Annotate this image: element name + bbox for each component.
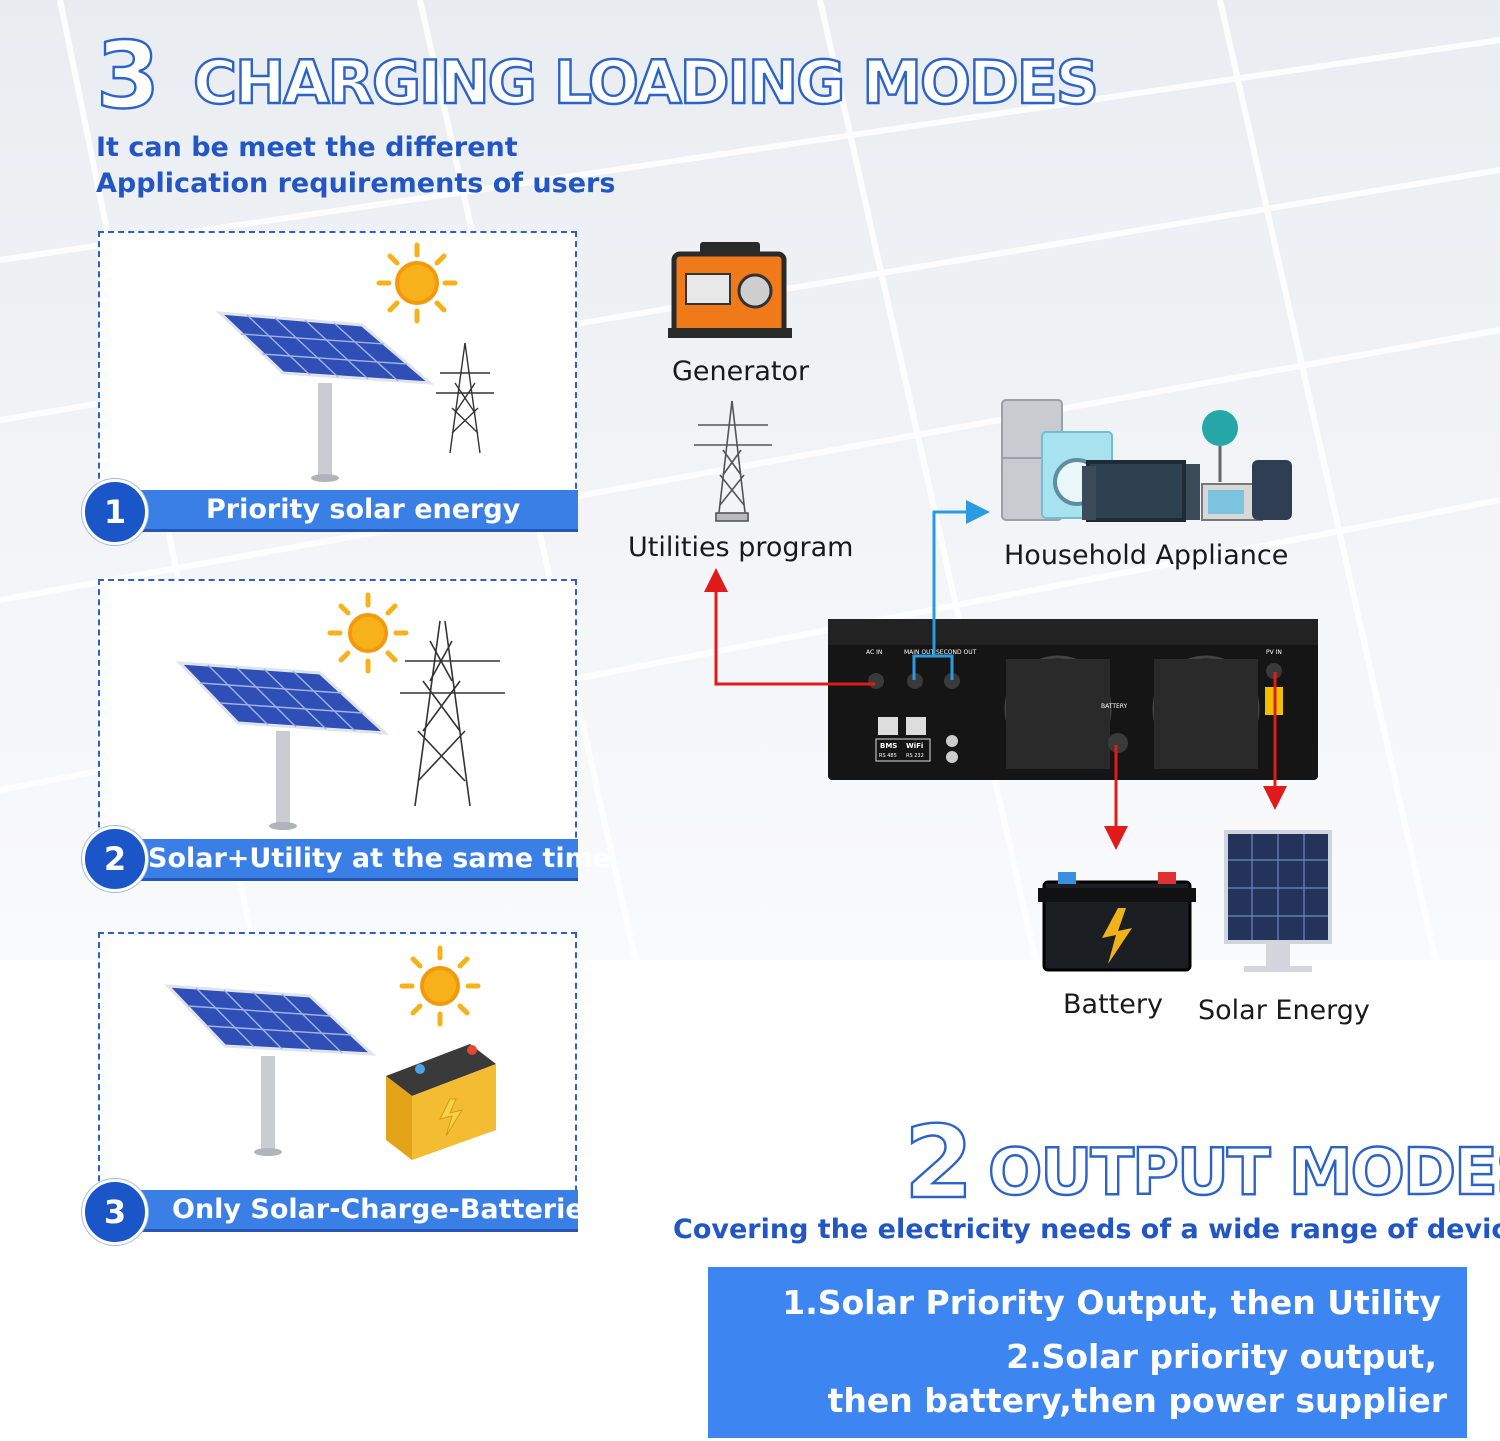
utility-arrow xyxy=(704,568,875,686)
generator-label: Generator xyxy=(672,356,810,387)
battery-icon xyxy=(386,1044,496,1160)
solar-panel-icon xyxy=(1224,830,1332,972)
mode-number-badge-1: 1 xyxy=(82,479,148,545)
appliance-arrow xyxy=(912,500,990,680)
household-appliances-icon xyxy=(1001,399,1292,522)
pv-in-label: PV IN xyxy=(1266,649,1282,656)
sun-icon xyxy=(327,592,409,674)
output-number: 2 xyxy=(903,1103,975,1222)
generator-icon xyxy=(668,242,792,338)
solar-panel-icon xyxy=(176,661,390,830)
power-tower-icon xyxy=(400,620,505,807)
output-title: OUTPUT MODES xyxy=(987,1135,1500,1211)
solar-and-utility-illustration xyxy=(176,592,505,830)
mode-label-3: Only Solar-Charge-Batterie xyxy=(172,1194,584,1225)
mode-card-1 xyxy=(98,231,577,529)
power-tower-icon xyxy=(436,342,494,454)
output-mode-line-3: then battery,then power supplier xyxy=(827,1381,1447,1420)
household-label: Household Appliance xyxy=(1004,540,1289,571)
battery-icon xyxy=(1038,872,1196,972)
sun-icon xyxy=(399,945,481,1027)
mode-number-badge-2: 2 xyxy=(82,826,148,892)
output-modes-box: 1.Solar Priority Output, then Utility 2.… xyxy=(708,1267,1467,1438)
mode-card-3 xyxy=(98,932,577,1232)
output-mode-line-2: 2.Solar priority output, xyxy=(1006,1337,1437,1376)
rs485-label: RS 485 xyxy=(879,753,897,759)
utility-tower-icon xyxy=(694,400,772,522)
inverter-unit: AC IN MAIN OUT SECOND OUT PV IN BATTERY … xyxy=(828,619,1318,780)
header-number: 3 xyxy=(95,21,161,130)
solar-battery-illustration xyxy=(164,945,496,1160)
bms-port-label: BMS xyxy=(880,742,898,750)
main-out-label: MAIN OUT xyxy=(904,649,935,656)
wifi-port-label: WiFi xyxy=(906,742,924,750)
battery-port-label: BATTERY xyxy=(1101,703,1128,710)
mode-bar-2: Solar+Utility at the same time xyxy=(112,839,611,881)
battery-label: Battery xyxy=(1063,989,1163,1020)
header-title: CHARGING LOADING MODES xyxy=(192,47,1100,119)
inverter-panel-graphics xyxy=(868,655,1283,769)
second-out-label: SECOND OUT xyxy=(936,649,977,656)
mode-label-2: Solar+Utility at the same time xyxy=(148,843,612,874)
utilities-label: Utilities program xyxy=(628,532,854,563)
mode-label-1: Priority solar energy xyxy=(206,494,521,525)
sun-icon xyxy=(376,242,458,324)
mode-bar-1: Priority solar energy xyxy=(112,490,578,532)
rs232-label: RS 232 xyxy=(906,753,924,759)
output-subtitle: Covering the electricity needs of a wide… xyxy=(673,1214,1500,1245)
header-subtitle-line2: Application requirements of users xyxy=(96,168,616,199)
mode-bar-3: Only Solar-Charge-Batterie xyxy=(112,1190,584,1232)
solar-energy-label: Solar Energy xyxy=(1198,995,1370,1026)
solar-panel-icon xyxy=(164,984,377,1156)
ac-in-label: AC IN xyxy=(866,649,883,656)
output-mode-line-1: 1.Solar Priority Output, then Utility xyxy=(782,1283,1441,1322)
solar-tracker-with-tower-illustration xyxy=(215,242,494,482)
mode-number-badge-3: 3 xyxy=(82,1179,148,1245)
header-subtitle-line1: It can be meet the different xyxy=(96,132,518,163)
solar-panel-icon xyxy=(215,311,435,482)
